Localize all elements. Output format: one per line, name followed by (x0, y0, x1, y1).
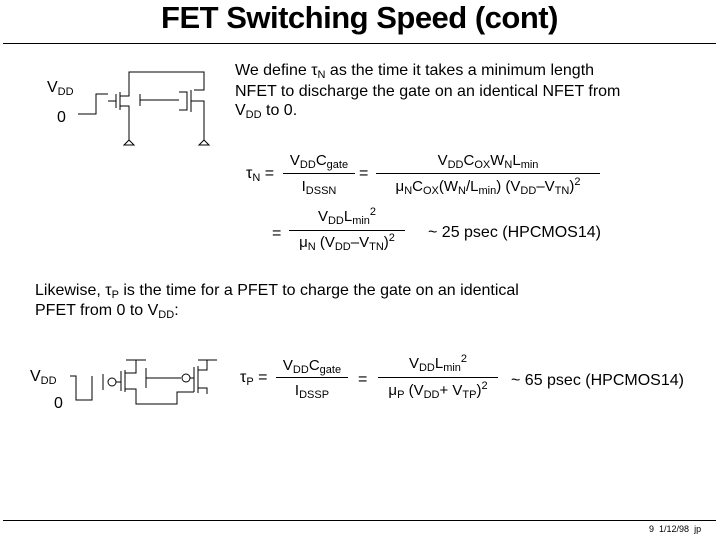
eqp-f1-numerator: VDDCgate (282, 357, 342, 376)
tau-n-result: ~ 25 psec (HPCMOS14) (428, 224, 601, 241)
tau-n-lhs: τN = (246, 165, 275, 184)
para1-line1: We define τN as the time it takes a mini… (235, 62, 595, 81)
page-title: FET Switching Speed (cont) (161, 0, 558, 35)
eqp-f2-numerator: VDDLmin2 (408, 353, 468, 374)
pfet-zero-label: 0 (54, 395, 63, 412)
footer-date: 1/12/98 (659, 524, 690, 534)
eqn-f2-denominator: μNCOX(WN/Lmin) (VDD–VTN)2 (395, 176, 581, 197)
eqn-f3-numerator: VDDLmin2 (317, 206, 377, 227)
eqn-f2-numerator: VDDCOXWNLmin (437, 152, 539, 171)
page-number: 9 (649, 524, 655, 534)
tau-p-lhs: τP = (240, 369, 268, 388)
eqp-f1-denominator: IDSSP (294, 382, 330, 401)
footer-info: 9 1/12/98 jp (649, 524, 701, 534)
nfet-zero-label: 0 (57, 109, 66, 126)
nfet-vdd-label: VDD (47, 79, 74, 98)
eqn-f1-bar (283, 173, 355, 174)
eqn-equals-2: = (272, 225, 282, 242)
eqn-f1-denominator: IDSSN (301, 178, 337, 197)
footer-divider (3, 520, 716, 521)
eqn-f1-numerator: VDDCgate (289, 152, 349, 171)
para2-line1: Likewise, τP is the time for a PFET to c… (35, 282, 519, 301)
eqn-f2-bar (376, 173, 600, 174)
eqp-f1-bar (276, 377, 348, 378)
eqp-f2-bar (378, 377, 498, 378)
para1-line2: NFET to discharge the gate on an identic… (235, 83, 621, 100)
tau-p-result: ~ 65 psec (HPCMOS14) (511, 372, 684, 389)
para1-line3: VDD to 0. (235, 102, 298, 121)
title-divider (3, 43, 716, 44)
eqp-equals: = (358, 371, 368, 388)
footer-initials: jp (694, 524, 702, 534)
eqn-equals-1: = (359, 165, 369, 182)
para2-line2: PFET from 0 to VDD: (35, 302, 179, 321)
eqn-f3-bar (289, 230, 405, 231)
pfet-vdd-label: VDD (30, 368, 57, 387)
eqp-f2-denominator: μP (VDD+ VTP)2 (388, 380, 488, 401)
eqn-f3-denominator: μN (VDD–VTN)2 (299, 232, 395, 253)
